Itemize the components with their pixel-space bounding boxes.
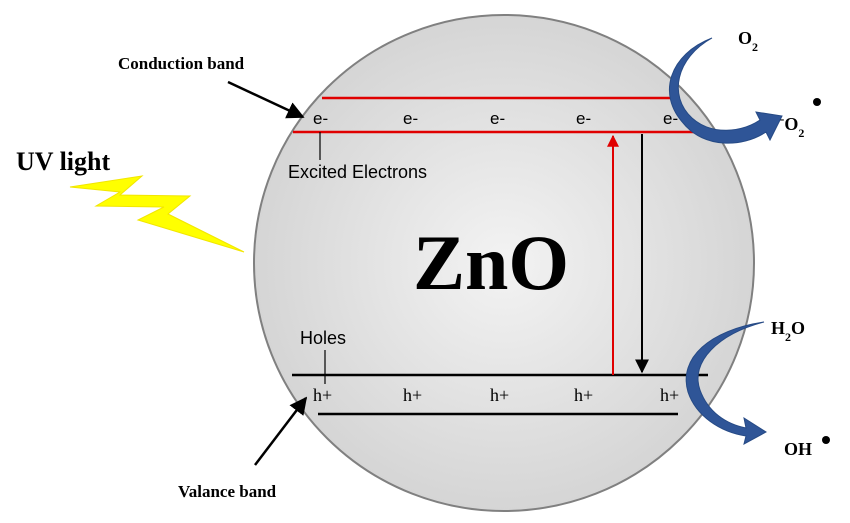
electron-label: e- xyxy=(313,109,328,128)
hydroxyl-radical-dot xyxy=(822,436,830,444)
superoxide-radical-dot xyxy=(813,98,821,106)
uv-light-label: UV light xyxy=(16,147,110,176)
superoxide-label: -O2 xyxy=(780,111,804,141)
electron-label: e- xyxy=(663,109,678,128)
electron-label: e- xyxy=(403,109,418,128)
conduction-band-label: Conduction band xyxy=(118,54,245,73)
electron-label: e- xyxy=(576,109,591,128)
water-oxidation-arrow xyxy=(685,321,767,445)
hole-label: h+ xyxy=(660,385,679,405)
hydroxyl-label: OH xyxy=(784,439,812,459)
hole-label: h+ xyxy=(574,385,593,405)
water-label: H2O xyxy=(771,318,805,344)
material-label: ZnO xyxy=(413,219,569,306)
oxygen-reduction-arrow xyxy=(668,37,783,144)
valance-band-label: Valance band xyxy=(178,482,277,501)
electron-label: e- xyxy=(490,109,505,128)
oxygen-label: O2 xyxy=(738,28,758,54)
excited-electrons-label: Excited Electrons xyxy=(288,162,427,182)
hole-label: h+ xyxy=(490,385,509,405)
hole-label: h+ xyxy=(403,385,422,405)
lightning-bolt-icon xyxy=(69,175,245,253)
conduction-band-arrow xyxy=(227,80,305,119)
valance-band-arrow xyxy=(254,396,308,466)
hole-label: h+ xyxy=(313,385,332,405)
holes-label: Holes xyxy=(300,328,346,348)
zno-particle xyxy=(253,14,755,512)
